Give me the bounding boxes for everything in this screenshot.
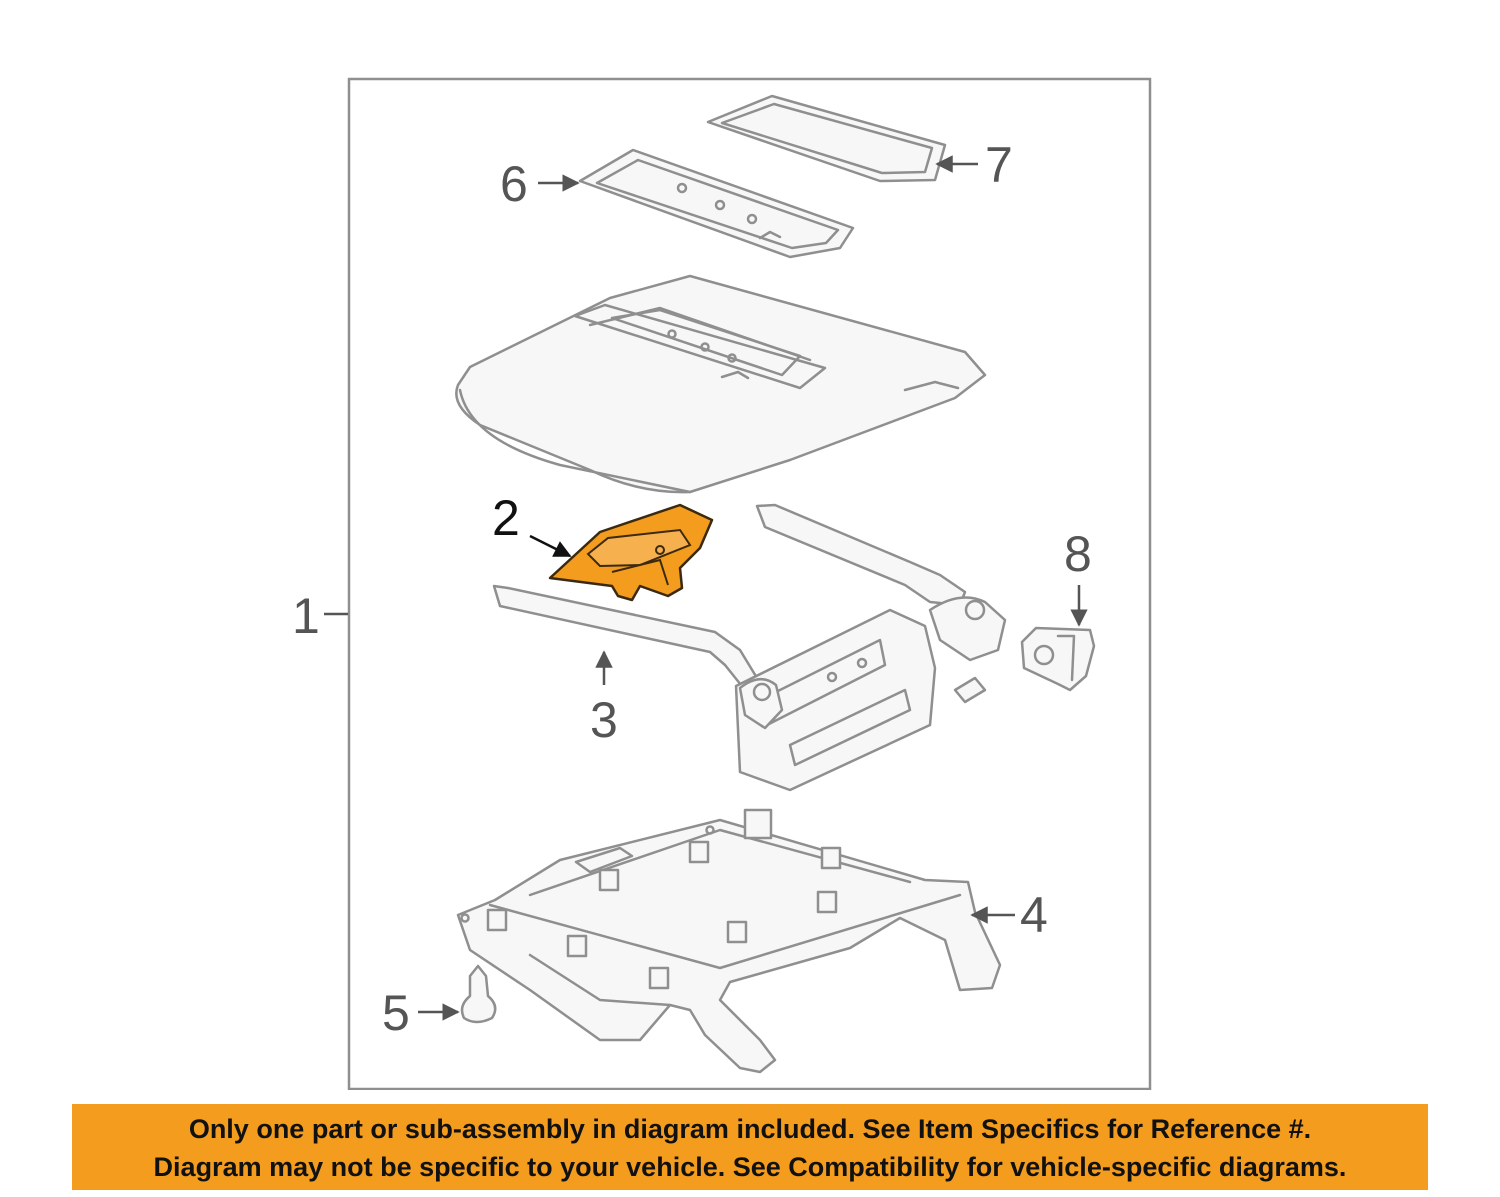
part-3-hinge-frame	[492, 503, 1007, 792]
part-4-console-base	[456, 808, 1002, 1074]
callout-7: 7	[985, 137, 1013, 193]
disclaimer-line-2: Diagram may not be specific to your vehi…	[153, 1152, 1347, 1182]
callout-3: 3	[590, 692, 618, 748]
callout-4: 4	[1020, 887, 1048, 943]
parts-diagram: 1 2 3 4 5 6 7 8	[292, 77, 1152, 1090]
callout-1: 1	[292, 588, 320, 644]
callout-8: 8	[1064, 526, 1092, 582]
part-5-bumper	[460, 964, 497, 1024]
part-6-tray	[578, 148, 855, 259]
callout-6: 6	[500, 156, 528, 212]
part-7-pad	[706, 94, 947, 183]
disclaimer-line-1: Only one part or sub-assembly in diagram…	[188, 1114, 1312, 1144]
callout-5: 5	[382, 985, 410, 1041]
callout-2: 2	[492, 490, 520, 546]
disclaimer-banner: Only one part or sub-assembly in diagram…	[72, 1104, 1428, 1190]
part-8-clip	[1020, 626, 1096, 692]
assembly-frame	[347, 77, 1152, 1090]
part-2-latch-highlighted	[548, 503, 714, 602]
console-lid	[455, 274, 987, 494]
callout-leaders	[324, 155, 1088, 1021]
